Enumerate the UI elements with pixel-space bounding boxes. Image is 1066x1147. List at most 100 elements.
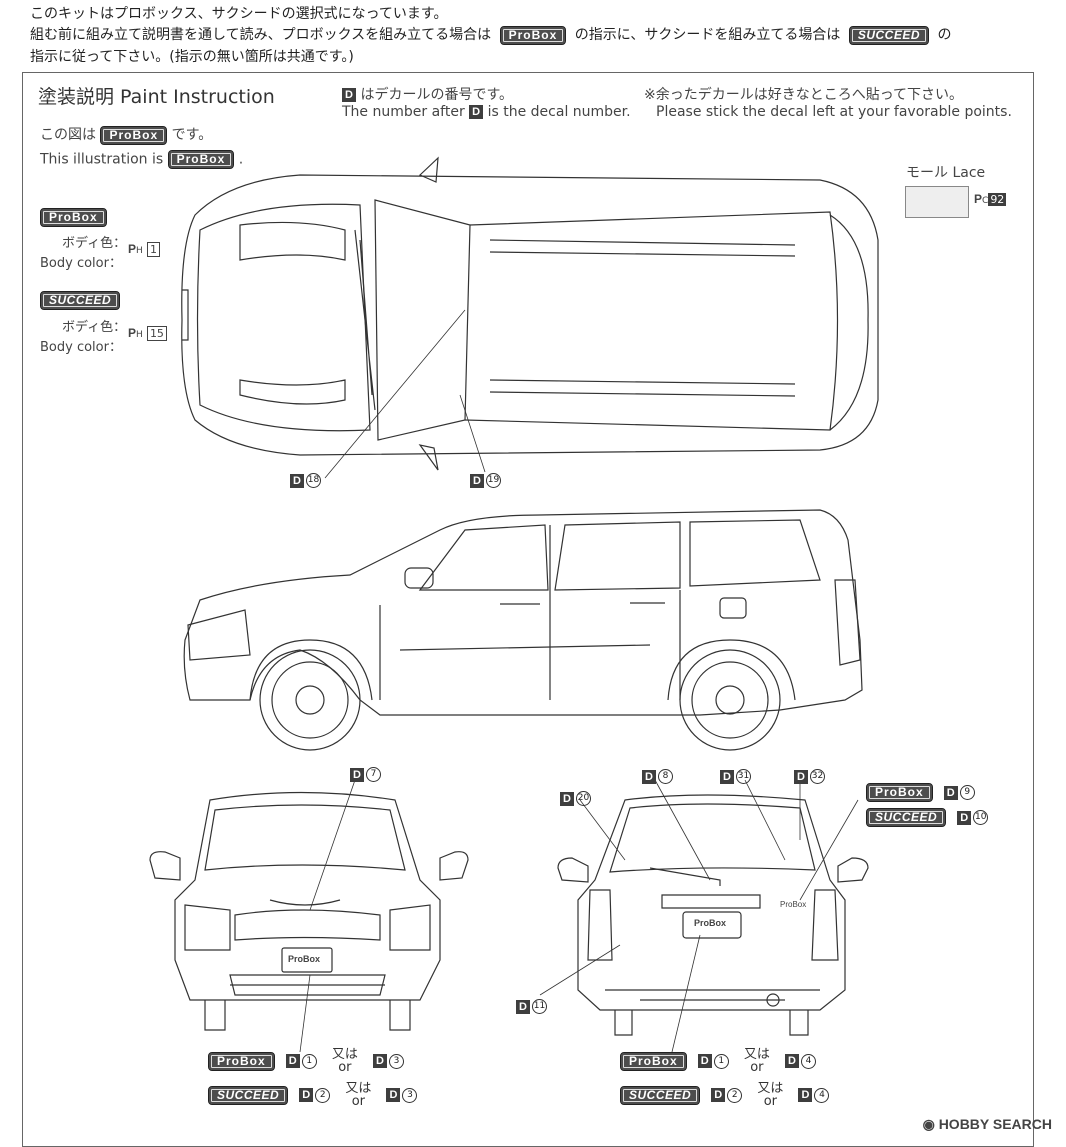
tailgate-emblem-text: ProBox <box>780 900 807 909</box>
leftover-note-jp: ※余ったデカールは好きなところへ貼って下さい。 <box>644 87 964 103</box>
decal-number: 18 <box>306 473 321 488</box>
front-plate-text: ProBox <box>288 954 321 964</box>
decal-number: 8 <box>658 769 673 784</box>
paint-prefix: P <box>128 242 137 256</box>
decal-note-jp-text: はデカールの番号です。 <box>360 87 514 103</box>
succeed-paint-code: PH 15 <box>128 326 167 341</box>
probox-badge: ProBox <box>100 125 168 145</box>
decal-d-icon: D <box>697 1054 712 1068</box>
decal-d-icon: D <box>290 473 304 488</box>
illustration-en-a: This illustration is <box>40 151 164 168</box>
paint-prefix: P <box>974 192 983 206</box>
page-title: 塗装説明 Paint Instruction <box>38 86 275 108</box>
illustration-jp-b: です。 <box>171 127 213 143</box>
or-jp: 又は <box>743 1047 770 1062</box>
decal-d-icon: D <box>342 88 356 102</box>
decal-d-icon: D <box>350 767 364 782</box>
or-jp: 又は <box>331 1047 358 1062</box>
illustration-note-en: This illustration is ProBox . <box>40 150 243 169</box>
intro-line-2-a: 組む前に組み立て説明書を通して読み、プロボックスを組み立てる場合は <box>30 27 492 43</box>
decal-note-en-b: is the decal number. <box>487 104 631 120</box>
decal-number: 1 <box>713 1053 729 1069</box>
decal-number: 11 <box>532 999 547 1014</box>
decal-d-icon: D <box>560 791 574 806</box>
intro-line-2-b: の指示に、サクシードを組み立てる場合は <box>574 27 841 43</box>
decal-number: 19 <box>486 473 501 488</box>
decal-d-icon: D <box>642 769 656 784</box>
leader-lines <box>299 309 859 1053</box>
decal-d-icon: D <box>516 999 530 1014</box>
decal-d-icon: D <box>711 1088 726 1102</box>
paint-number: 92 <box>988 193 1007 206</box>
decal-number: 1 <box>301 1053 317 1069</box>
intro-line-1: このキットはプロボックス、サクシードの選択式になっています。 <box>30 6 448 22</box>
decal-d-icon: D <box>943 785 958 800</box>
decal-d-icon: D <box>470 473 484 488</box>
rear-plate-text: ProBox <box>694 918 727 928</box>
top-view-drawing <box>181 156 879 471</box>
decal-d-icon: D <box>285 1054 300 1068</box>
intro-line-2-c: の <box>937 27 952 43</box>
decal-number: 3 <box>388 1053 404 1069</box>
lace-label: モール Lace <box>906 165 986 181</box>
decal-number: 4 <box>800 1053 816 1069</box>
illustration-jp-a: この図は <box>40 127 96 143</box>
paint-sub: H <box>136 330 143 340</box>
or-jp: 又は <box>345 1081 372 1096</box>
rear-view-drawing <box>557 794 869 1036</box>
leftover-note-en: Please stick the decal left at your favo… <box>656 104 1012 120</box>
decal-d-icon: D <box>469 105 484 119</box>
paint-sub: H <box>136 246 143 256</box>
decal-number: 4 <box>814 1087 830 1103</box>
decal-number: 32 <box>810 769 825 784</box>
paint-number: 1 <box>146 242 160 257</box>
succeed-badge: SUCCEED <box>40 291 121 310</box>
succeed-badge: SUCCEED <box>866 808 947 827</box>
decal-number: 9 <box>959 785 975 800</box>
decal-note-en-a: The number after <box>342 104 465 120</box>
illustration-note-jp: この図は ProBox です。 <box>40 124 212 145</box>
body-color-label-jp: ボディ色： <box>62 236 127 251</box>
or-en: or <box>763 1094 778 1109</box>
or-jp: 又は <box>757 1081 784 1096</box>
decal-note-jp: D はデカールの番号です。 <box>342 84 513 104</box>
paint-number: 15 <box>146 326 167 341</box>
side-view-drawing <box>183 509 863 751</box>
watermark: ◉ HOBBY SEARCH <box>923 1116 1052 1133</box>
or-en: or <box>351 1094 366 1109</box>
decal-number: 2 <box>315 1087 331 1103</box>
lace-color-swatch <box>905 186 969 218</box>
decal-number: 31 <box>736 769 751 784</box>
succeed-color-section: SUCCEED <box>40 290 121 310</box>
decal-number: 3 <box>402 1087 418 1103</box>
decal-number: 10 <box>973 810 989 825</box>
paint-prefix: P <box>128 326 137 340</box>
paint-sub: C <box>982 196 989 206</box>
front-view-drawing <box>149 791 469 1031</box>
probox-badge: ProBox <box>167 150 235 169</box>
intro-line-2: 組む前に組み立て説明書を通して読み、プロボックスを組み立てる場合は ProBox… <box>30 25 951 45</box>
decal-number: 20 <box>576 791 591 806</box>
decal-d-icon: D <box>299 1088 314 1102</box>
succeed-badge: SUCCEED <box>848 25 929 45</box>
probox-badge: ProBox <box>866 783 933 802</box>
succeed-badge: SUCCEED <box>208 1085 289 1105</box>
decal-d-icon: D <box>798 1088 813 1102</box>
decal-d-icon: D <box>386 1088 401 1102</box>
or-en: or <box>750 1060 764 1075</box>
